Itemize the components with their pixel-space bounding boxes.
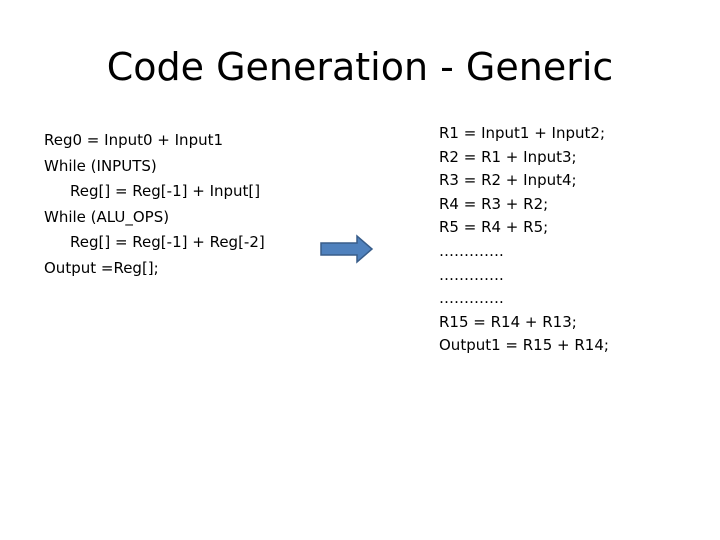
code-line: R2 = R1 + Input3; [439, 147, 577, 166]
code-line: While (ALU_OPS) [44, 207, 170, 226]
code-line: R1 = Input1 + Input2; [439, 124, 605, 142]
code-line: While (INPUTS) [44, 156, 157, 175]
generic-code-block: Reg0 = Input0 + Input1 While (INPUTS) Re… [44, 128, 265, 281]
slide-title: Code Generation - Generic [106, 45, 614, 89]
code-line: R3 = R2 + Input4; [439, 171, 577, 190]
code-line: R5 = R4 + R5; [439, 218, 549, 237]
code-line: Reg[] = Reg[-1] + Reg[-2] [70, 233, 265, 251]
code-line: R15 = R14 + R13; [439, 312, 577, 331]
code-line: Output =Reg[]; [44, 258, 159, 277]
code-line: R4 = R3 + R2; [439, 194, 549, 213]
code-line: Reg0 = Input0 + Input1 [44, 131, 224, 149]
ellipsis-line: …………. [439, 265, 504, 284]
generated-code-block: R1 = Input1 + Input2; R2 = R1 + Input3; … [439, 122, 609, 358]
ellipsis-line: …………. [439, 289, 504, 308]
code-line: Output1 = R15 + R14; [439, 336, 609, 355]
ellipsis-line: …………. [439, 241, 504, 260]
right-arrow-icon [320, 234, 374, 268]
code-line: Reg[] = Reg[-1] + Input[] [70, 182, 261, 200]
